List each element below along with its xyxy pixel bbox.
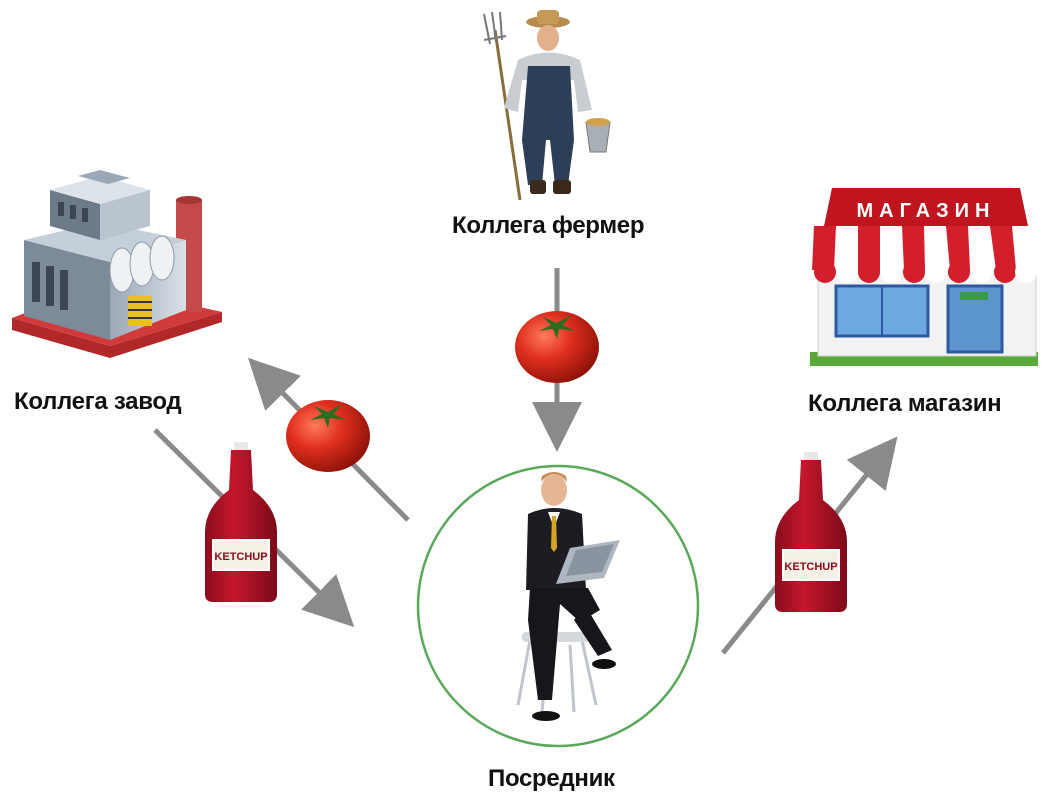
shop-sign-text: МАГАЗИН <box>857 200 996 222</box>
shop-icon: МАГАЗИН <box>810 188 1040 366</box>
ketchup-bottle-icon: KETCHUP <box>775 452 847 612</box>
label-shop: Коллега магазин <box>808 390 1002 417</box>
ketchup-bottle-icon: KETCHUP <box>205 442 277 602</box>
ketchup-label-text: KETCHUP <box>784 561 837 573</box>
broker-circle <box>416 464 700 748</box>
ketchup-label-text: KETCHUP <box>214 551 267 563</box>
tomato-icon <box>286 400 370 472</box>
businessman-icon <box>516 472 620 721</box>
farmer-icon <box>483 10 611 201</box>
label-factory: Коллега завод <box>14 388 182 415</box>
factory-icon <box>12 170 222 358</box>
label-broker: Посредник <box>488 765 615 792</box>
label-farmer: Коллега фермер <box>452 212 645 239</box>
tomato-icon <box>515 311 599 383</box>
